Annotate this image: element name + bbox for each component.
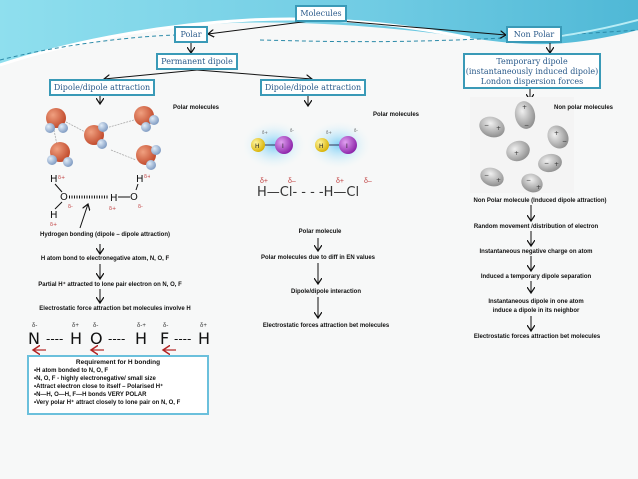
polar-box: Polar (174, 26, 208, 43)
svg-text:+: + (514, 150, 519, 157)
svg-text:+: + (554, 130, 559, 137)
left-step-1: Hydrogen bonding (dipole – dipole attrac… (40, 232, 170, 238)
svg-text:H: H (255, 143, 260, 150)
svg-text:δ-: δ- (138, 204, 143, 210)
right-step-2: Polar molecules due to diff in EN values (260, 255, 376, 261)
svg-text:δ+: δ+ (262, 130, 268, 135)
svg-text:I: I (282, 143, 284, 150)
right-step-1: Polar molecule (298, 229, 342, 235)
svg-text:−: − (484, 122, 489, 129)
svg-text:H: H (136, 174, 144, 185)
delta-f: δ- (163, 323, 169, 329)
requirement-box: Requirement for H bonding •H atom bonded… (27, 355, 209, 415)
svg-text:+: + (496, 177, 501, 184)
nonpolar-step-6: Electrostatic forces attraction bet mole… (473, 334, 601, 340)
hcl-delta: δ+ (260, 178, 268, 185)
right-step-4: Electrostatic forces attraction bet mole… (262, 323, 390, 329)
atom-h1: H (70, 329, 83, 348)
svg-text:−: − (544, 160, 549, 167)
permanent-dipole-box: Permanent dipole (156, 53, 238, 70)
hcl-delta: δ– (364, 178, 372, 185)
svg-text:δ-: δ- (68, 204, 73, 210)
svg-text:O: O (60, 192, 68, 203)
left-step-4: Electrostatic force attraction bet molec… (39, 306, 191, 312)
atom-f: F (160, 329, 170, 348)
svg-text:H: H (50, 174, 58, 185)
delta-h3: δ+ (200, 323, 207, 329)
temporary-dipole-line: London dispersion forces (480, 77, 584, 86)
svg-text:δ+: δ+ (50, 222, 57, 228)
nonpolar-molecules-caption: Non polar molecules (554, 105, 614, 111)
hcl-text: H—Cl- - - -H—Cl (257, 185, 360, 200)
atom-h2: H (135, 329, 148, 348)
requirement-item: •N—H, O—H, F—H bonds VERY POLAR (34, 392, 147, 398)
svg-text:−: − (484, 172, 489, 179)
nonpolar-step-2: Random movement /distribution of electro… (473, 224, 599, 230)
svg-text:+: + (554, 161, 559, 168)
hcl-delta: δ+ (336, 178, 344, 185)
svg-text:δ+: δ+ (326, 130, 332, 135)
delta-h2: δ-+ (137, 323, 146, 329)
svg-text:H: H (319, 143, 324, 150)
svg-text:δ-: δ- (354, 128, 358, 133)
svg-text:+: + (522, 104, 527, 111)
hcl-delta: δ– (288, 178, 296, 185)
hbond-dash: ---- (108, 332, 126, 346)
hbond-dash: ---- (174, 332, 192, 346)
delta-h1: δ+ (72, 323, 79, 329)
left-step-3: Partial H⁺ attracted to lone pair electr… (38, 282, 182, 288)
svg-text:I: I (346, 143, 348, 150)
requirement-item: •Attract electron close to itself – Pola… (34, 384, 164, 390)
atom-n: N (28, 329, 40, 348)
polar-molecules-caption-left: Polar molecules (173, 105, 220, 111)
water-molecules-image (45, 106, 161, 170)
temporary-dipole-box: Temporary dipole (instantaneously induce… (463, 53, 601, 89)
requirement-title: Requirement for H bonding (75, 359, 161, 366)
svg-text:−: − (524, 122, 529, 129)
nonpolar-step-3: Instantaneous negative charge on atom (479, 249, 593, 255)
svg-text:O: O (130, 192, 138, 203)
atom-o: O (90, 329, 103, 348)
requirement-item: •N, O, F - highly electronegative/ small… (34, 376, 156, 382)
hi-molecules-image: H I H I δ+ δ-δ+ δ- (244, 121, 371, 169)
svg-text:−: − (562, 138, 567, 145)
svg-text:H: H (110, 193, 118, 204)
molecules-box: Molecules (295, 5, 347, 22)
svg-text:δ-: δ- (290, 128, 294, 133)
nonpolar-step-5: Instantaneous dipole in one atom induce … (488, 299, 584, 314)
polar-molecules-caption-right: Polar molecules (373, 112, 420, 118)
hbond-dash: ---- (46, 332, 64, 346)
nonpolar-molecules-image: +− −+ +− +−+ −+−+ (470, 97, 574, 193)
svg-text:−: − (526, 177, 531, 184)
delta-o: δ- (93, 323, 99, 329)
svg-text:δ+: δ+ (58, 175, 65, 181)
nonpolar-box: Non Polar (506, 26, 562, 43)
temporary-dipole-line: Temporary dipole (496, 57, 568, 66)
dipole-attraction-left-box: Dipole/dipole attraction (49, 79, 155, 96)
requirement-item: •H atom bonded to N, O, F (34, 368, 109, 374)
nonpolar-step-4: Induced a temporary dipole separation (480, 274, 592, 280)
atom-h3: H (198, 329, 211, 348)
delta-n: δ- (32, 323, 38, 329)
right-step-3: Dipole/dipole interaction (290, 289, 362, 295)
temporary-dipole-line: (instantaneously induced dipole) (465, 67, 599, 76)
svg-text:δ+: δ+ (109, 206, 116, 212)
nonpolar-step-1: Non Polar molecule (Induced dipole attra… (473, 198, 607, 204)
dipole-attraction-right-box: Dipole/dipole attraction (260, 79, 366, 96)
svg-text:H: H (50, 210, 58, 221)
svg-text:+: + (536, 184, 541, 191)
left-step-2: H atom bond to electronegative atom, N, … (40, 256, 170, 262)
requirement-item: •Very polar H⁺ attract closely to lone p… (34, 400, 181, 406)
svg-text:+: + (496, 125, 501, 132)
svg-text:δ+: δ+ (144, 174, 150, 180)
